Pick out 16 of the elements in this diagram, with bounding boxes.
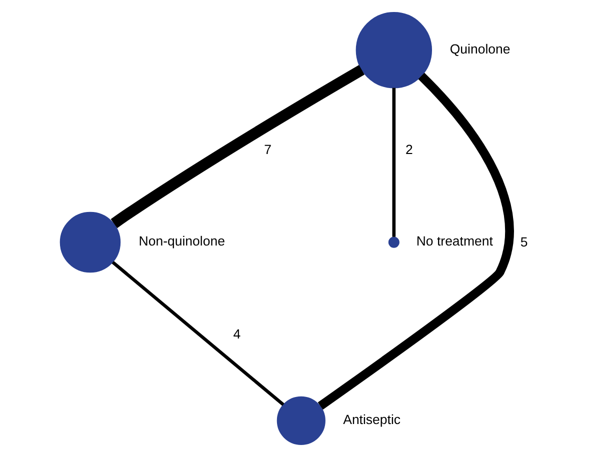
connector: [392, 88, 396, 237]
node-label: No treatment: [416, 234, 493, 249]
node-label: Quinolone: [450, 42, 510, 57]
node-circle: [276, 396, 326, 445]
node-label: Antiseptic: [343, 412, 401, 428]
node-circle: [388, 236, 400, 248]
edge-label: 5: [520, 234, 528, 250]
node-label: Non-quinolone: [138, 234, 225, 249]
edge-label: 2: [406, 142, 413, 158]
node-circle: [356, 12, 432, 88]
edge-label: 4: [233, 326, 241, 342]
node-circle: [60, 212, 121, 273]
connector: [110, 65, 364, 228]
connector: [318, 72, 514, 410]
connector: [112, 260, 284, 406]
edge-label: 7: [264, 142, 272, 158]
